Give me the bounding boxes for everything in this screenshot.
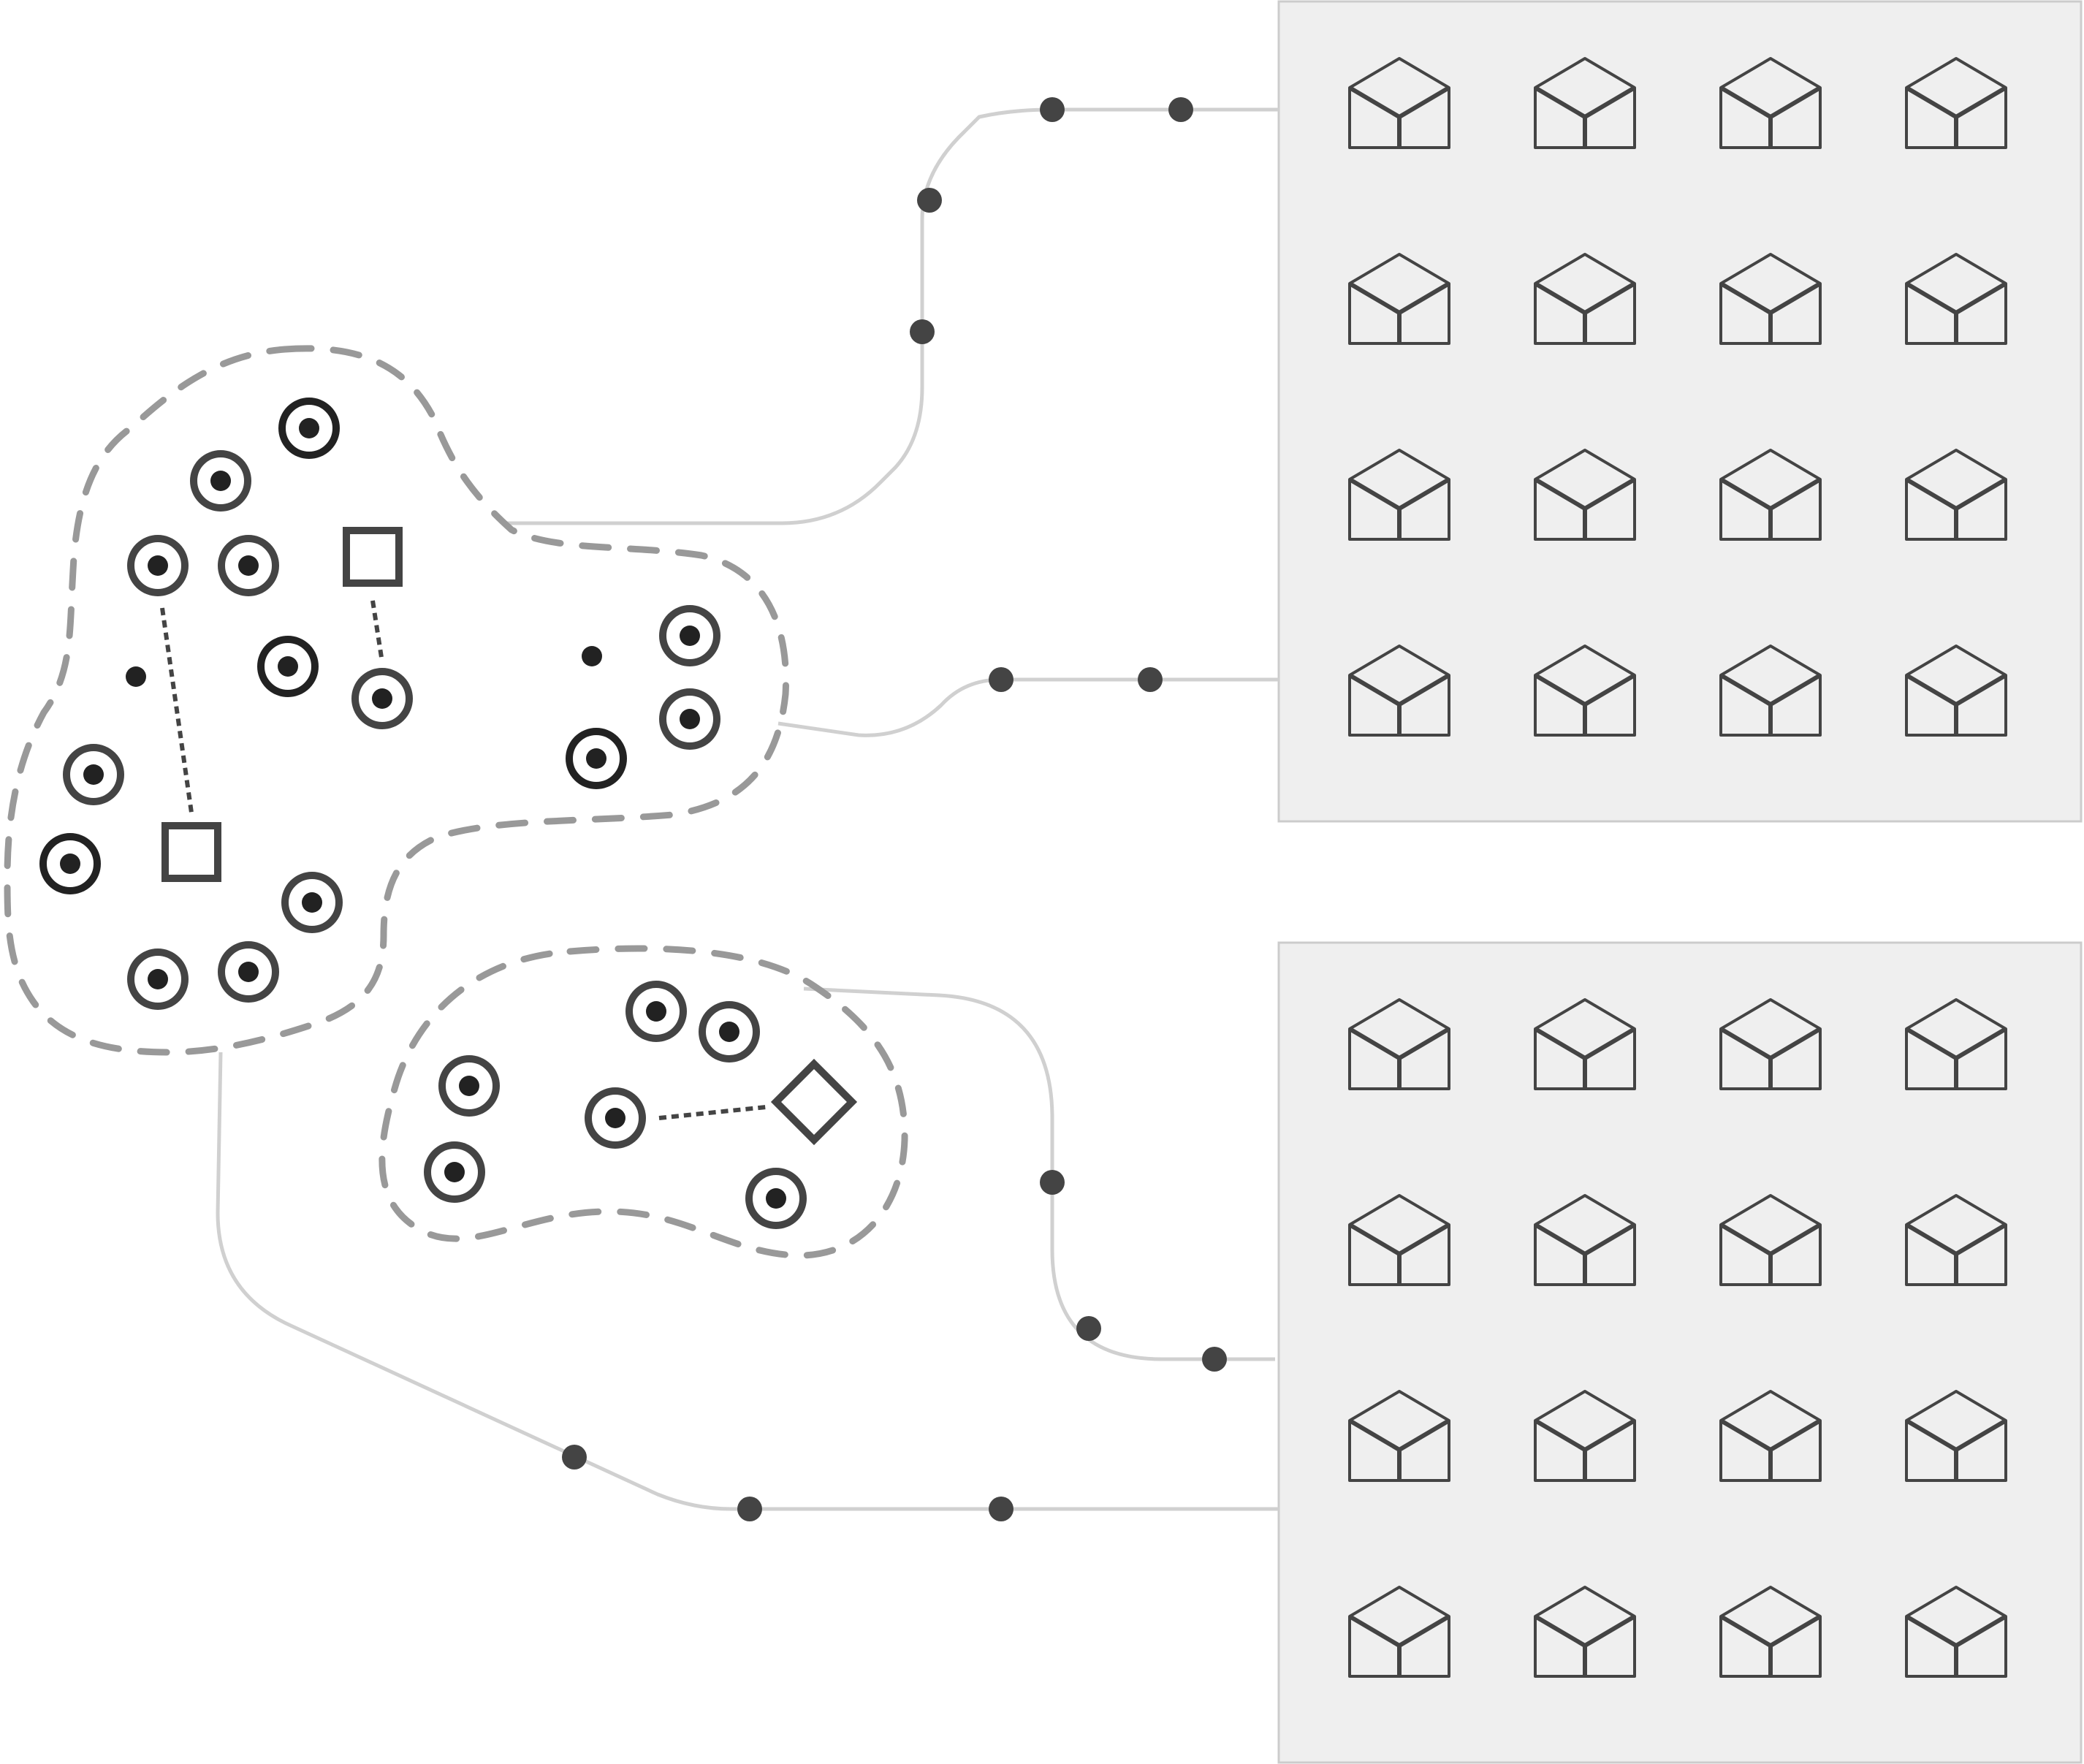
target-node-icon	[127, 535, 189, 596]
cube-icon	[1719, 57, 1822, 149]
target-node-icon	[659, 605, 720, 666]
waypoint-dot	[910, 319, 935, 344]
cube-icon	[1719, 1586, 1822, 1678]
square-node-icon	[161, 822, 221, 882]
waypoint-dot	[989, 1497, 1014, 1521]
cube-icon	[1905, 253, 2007, 345]
cube-icon	[1534, 1586, 1636, 1678]
target-node-icon	[63, 744, 124, 805]
diamond-node-icon	[770, 1058, 858, 1146]
cube-icon	[1348, 253, 1450, 345]
cube-icon	[1719, 1194, 1822, 1286]
target-node-icon	[659, 688, 720, 750]
waypoint-dot	[1040, 97, 1065, 122]
target-node-icon	[278, 398, 340, 459]
cube-icon	[1348, 1586, 1450, 1678]
target-node-icon	[625, 981, 687, 1042]
cube-icon	[1348, 1194, 1450, 1286]
target-node-icon	[438, 1055, 500, 1117]
target-node-icon	[218, 535, 279, 596]
cube-icon	[1534, 449, 1636, 541]
waypoint-dot	[1202, 1347, 1227, 1372]
link-square-upper	[370, 600, 384, 663]
connector-middle	[777, 677, 1279, 737]
point-node-icon	[126, 666, 146, 687]
cube-icon	[1348, 645, 1450, 737]
target-node-icon	[745, 1168, 807, 1229]
cube-icon	[1534, 1390, 1636, 1482]
square-node-icon	[343, 527, 403, 587]
waypoint-dot	[562, 1445, 587, 1470]
cube-icon	[1905, 998, 2007, 1090]
target-node-icon	[699, 1001, 760, 1062]
cube-icon	[1905, 1586, 2007, 1678]
cube-icon	[1719, 449, 1822, 541]
cube-icon	[1905, 645, 2007, 737]
connector-waypoints	[562, 97, 1227, 1521]
target-node-icon	[127, 948, 189, 1010]
cube-icon	[1534, 253, 1636, 345]
cube-icon	[1534, 998, 1636, 1090]
target-node-icon	[585, 1087, 646, 1149]
target-node-icon	[566, 728, 627, 789]
cube-icon	[1719, 645, 1822, 737]
upper-panel-cubes	[1348, 57, 2007, 737]
waypoint-dot	[1076, 1316, 1101, 1341]
connector-top	[504, 107, 1279, 525]
cube-icon	[1348, 57, 1450, 149]
waypoint-dot	[917, 188, 942, 213]
target-node-icon	[424, 1141, 485, 1203]
cube-icon	[1719, 1390, 1822, 1482]
upper-panel	[1277, 0, 2083, 823]
cube-icon	[1905, 1194, 2007, 1286]
waypoint-dot	[1040, 1170, 1065, 1195]
point-node-icon	[582, 646, 602, 666]
link-square-lower	[160, 607, 194, 813]
target-node-icon	[218, 941, 279, 1003]
cluster-large	[4, 345, 790, 1056]
lower-panel	[1277, 941, 2083, 1764]
cube-icon	[1348, 998, 1450, 1090]
target-node-icon	[281, 872, 343, 933]
waypoint-dot	[1168, 97, 1193, 122]
cube-icon	[1348, 449, 1450, 541]
cube-icon	[1534, 1194, 1636, 1286]
cube-icon	[1534, 57, 1636, 149]
cube-icon	[1719, 253, 1822, 345]
waypoint-dot	[989, 667, 1014, 692]
target-node-icon	[190, 450, 251, 512]
target-node-icon	[351, 668, 413, 729]
target-node-icon	[257, 636, 319, 697]
connector-bottom	[216, 1052, 1279, 1511]
cube-icon	[1534, 645, 1636, 737]
waypoint-dot	[737, 1497, 762, 1521]
cube-icon	[1905, 449, 2007, 541]
cluster-nodes	[39, 398, 858, 1229]
cube-icon	[1719, 998, 1822, 1090]
lower-panel-cubes	[1348, 998, 2007, 1678]
cube-icon	[1905, 1390, 2007, 1482]
cube-icon	[1348, 1390, 1450, 1482]
link-diamond	[658, 1105, 767, 1120]
waypoint-dot	[1138, 667, 1163, 692]
target-node-icon	[39, 833, 101, 894]
cube-icon	[1905, 57, 2007, 149]
cluster-small	[379, 945, 908, 1259]
